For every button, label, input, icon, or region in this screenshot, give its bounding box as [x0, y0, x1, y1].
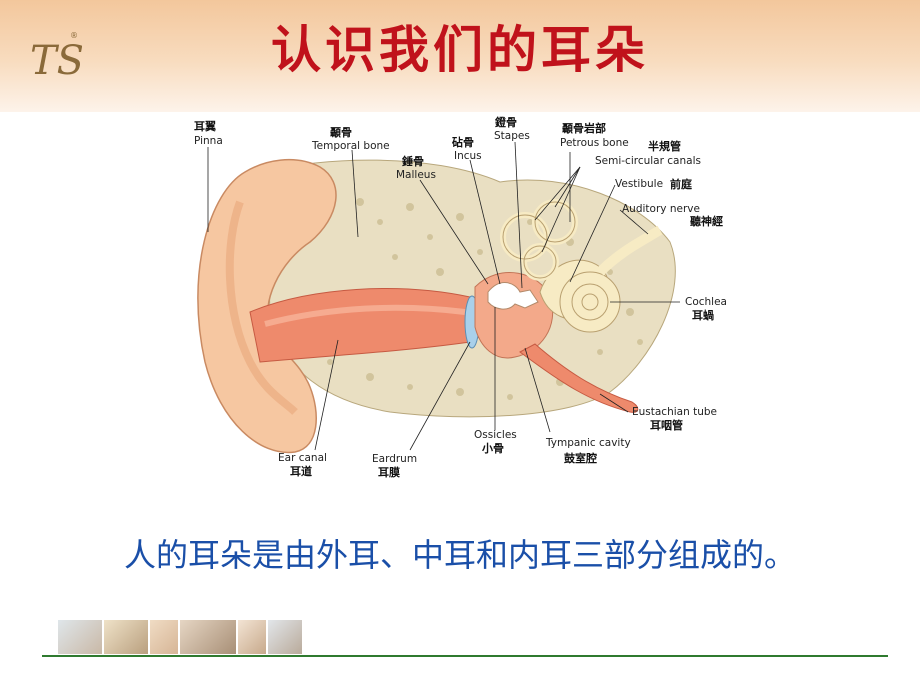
photo-strip	[58, 620, 302, 654]
semicircular-canals-outline	[502, 201, 576, 279]
label-auditory-en: Auditory nerve	[622, 203, 700, 215]
label-eustachian-en: Eustachian tube	[632, 406, 717, 418]
label-malleus-zh: 錘骨	[402, 154, 424, 168]
label-vestibule-zh: 前庭	[670, 177, 692, 191]
label-ossicles-zh: 小骨	[481, 441, 504, 455]
label-stapes-en: Stapes	[494, 130, 530, 142]
header-banner	[0, 0, 920, 112]
footer-divider	[42, 655, 888, 657]
eustachian-tube-shape	[519, 343, 639, 413]
svg-text:TS: TS	[30, 38, 82, 84]
label-petrous-en: Petrous bone	[560, 137, 629, 149]
label-cochlea-zh: 耳蝸	[692, 308, 714, 322]
label-cochlea-en: Cochlea	[685, 296, 727, 308]
label-petrous-zh: 顳骨岩部	[562, 121, 606, 135]
label-pinna-zh: 耳翼	[194, 120, 216, 133]
brand-logo: TS ®	[30, 31, 82, 84]
photo-thumbnail	[104, 620, 148, 654]
label-semicircular-zh: 半規管	[648, 139, 681, 153]
label-malleus-en: Malleus	[396, 169, 436, 181]
label-temporal-en: Temporal bone	[311, 140, 390, 152]
ear-anatomy-diagram: 耳翼 Pinna 顳骨 Temporal bone 錘骨 Malleus 砧骨 …	[194, 115, 727, 479]
page-title: 认识我们的耳朵	[271, 20, 649, 79]
label-tympanic-en: Tympanic cavity	[545, 437, 631, 449]
label-eustachian-zh: 耳咽管	[650, 418, 683, 432]
label-tympanic-zh: 鼓室腔	[564, 451, 597, 465]
svg-text:®: ®	[70, 31, 78, 40]
cochlea-spiral	[571, 283, 609, 321]
ear-canal-highlight	[264, 304, 466, 327]
photo-thumbnail	[268, 620, 302, 654]
photo-thumbnail	[180, 620, 236, 654]
cochlea-core	[581, 293, 599, 311]
label-pinna-en: Pinna	[194, 135, 223, 147]
label-stapes-zh: 鐙骨	[495, 115, 517, 129]
label-vestibule-en: Vestibule	[615, 178, 663, 190]
photo-thumbnail	[58, 620, 102, 654]
leader-lines	[207, 141, 680, 451]
label-semicircular-en: Semi-circular canals	[595, 155, 701, 167]
label-earcanal-zh: 耳道	[290, 464, 312, 478]
label-earcanal-en: Ear canal	[278, 452, 327, 464]
photo-thumbnail	[238, 620, 266, 654]
caption-text: 人的耳朵是由外耳、中耳和内耳三部分组成的。	[123, 536, 796, 574]
label-ossicles-en: Ossicles	[474, 429, 517, 441]
label-eardrum-en: Eardrum	[372, 453, 417, 465]
pinna-fold	[225, 200, 298, 415]
label-auditory-zh: 聽神經	[690, 214, 723, 228]
label-eardrum-zh: 耳膜	[378, 465, 400, 479]
auditory-nerve-shape	[596, 225, 663, 276]
label-incus-en: Incus	[454, 150, 482, 162]
photo-thumbnail	[150, 620, 178, 654]
label-temporal-zh: 顳骨	[330, 126, 352, 139]
label-incus-zh: 砧骨	[452, 135, 474, 149]
